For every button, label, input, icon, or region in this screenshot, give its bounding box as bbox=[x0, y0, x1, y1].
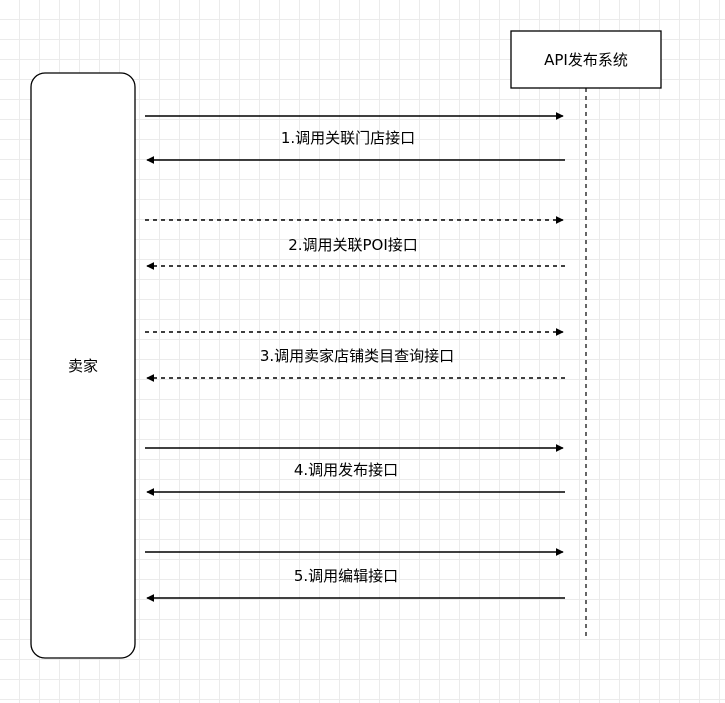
system-box[interactable] bbox=[510, 30, 662, 89]
seller-box[interactable] bbox=[30, 72, 136, 659]
